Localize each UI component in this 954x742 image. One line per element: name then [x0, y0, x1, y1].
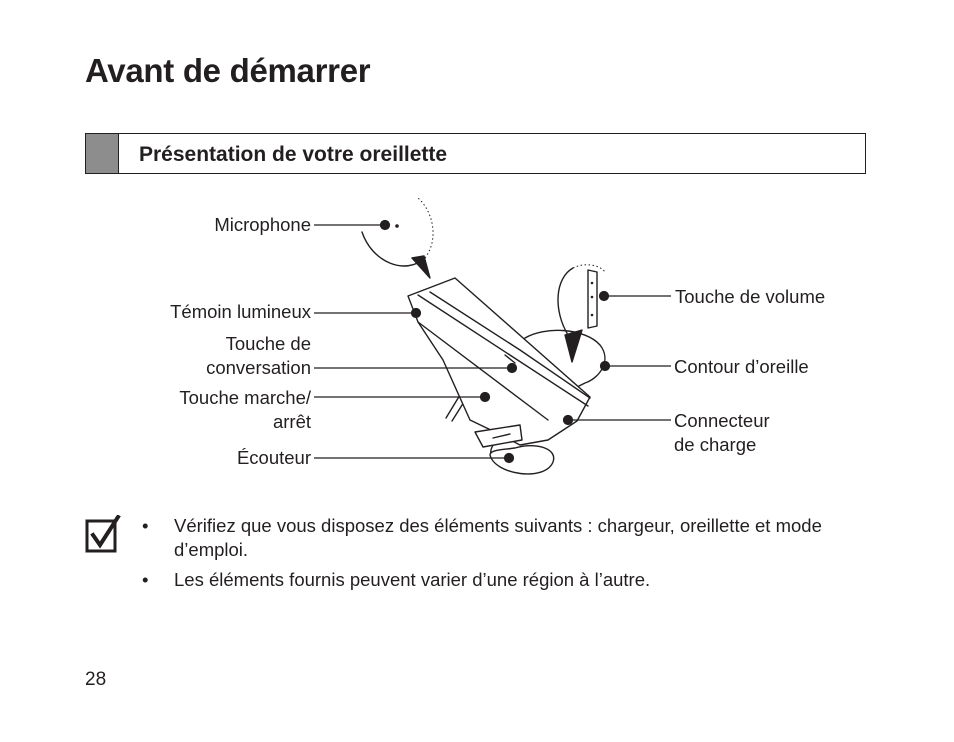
label-earpiece: Écouteur	[236, 447, 311, 468]
ear-hook-shape	[524, 329, 606, 389]
label-charger-line2: de charge	[674, 434, 757, 455]
label-power-key-line1: Touche marche/	[179, 387, 311, 408]
label-power-key: Touche marche/ arrêt	[179, 386, 311, 434]
label-microphone: Microphone	[214, 214, 311, 235]
checkbox-icon	[85, 515, 121, 553]
label-power-key-line2: arrêt	[272, 411, 311, 432]
label-charger: Connecteur de charge	[674, 409, 770, 457]
section-header: Présentation de votre oreillette	[85, 133, 866, 174]
volume-zoom	[557, 267, 574, 336]
section-marker	[86, 134, 119, 173]
note-text: Les éléments fournis peuvent varier d’un…	[174, 569, 651, 590]
earpiece-shape	[489, 444, 555, 475]
note-item: • Vérifiez que vous disposez des élément…	[140, 514, 860, 562]
notes-list: • Vérifiez que vous disposez des élément…	[140, 514, 860, 598]
label-talk-key-line1: Touche de	[225, 333, 311, 354]
label-charger-line1: Connecteur	[674, 410, 770, 431]
label-talk-key: Touche de conversation	[206, 332, 311, 380]
bullet: •	[142, 569, 149, 590]
note-item: • Les éléments fournis peuvent varier d’…	[140, 568, 860, 592]
label-ear-hook: Contour d’oreille	[674, 356, 809, 377]
page-title: Avant de démarrer	[85, 52, 371, 89]
label-indicator-light: Témoin lumineux	[170, 301, 311, 322]
label-talk-key-line2: conversation	[206, 357, 311, 378]
section-title: Présentation de votre oreillette	[139, 143, 448, 166]
label-volume-key: Touche de volume	[675, 286, 826, 307]
bullet: •	[142, 515, 149, 536]
page-number: 28	[85, 669, 107, 690]
headset-body	[407, 277, 591, 446]
note-text: Vérifiez que vous disposez des éléments …	[174, 515, 822, 560]
